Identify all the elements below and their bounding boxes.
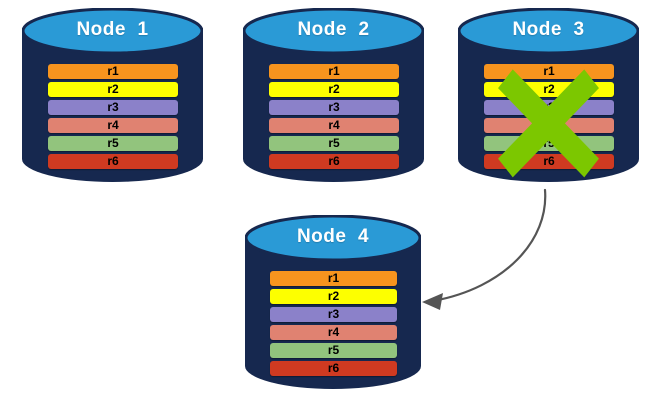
node-4-row-r1[interactable]: r1: [270, 271, 397, 286]
node-4-row-r3[interactable]: r3: [270, 307, 397, 322]
node-2-row-r2[interactable]: r2: [269, 82, 399, 97]
node-4-rows: r1 r2 r3 r4 r5 r6: [270, 271, 397, 376]
node-2-rows: r1 r2 r3 r4 r5 r6: [269, 64, 399, 169]
node-4-title: Node 4: [296, 226, 370, 247]
node-1[interactable]: Node 1 r1 r2 r3 r4 r5 r6: [22, 8, 203, 182]
node-1-row-r1[interactable]: r1: [48, 64, 178, 79]
node-3-row-r4[interactable]: r4: [484, 118, 614, 133]
node-4-row-r6[interactable]: r6: [270, 361, 397, 376]
node-2-row-r4[interactable]: r4: [269, 118, 399, 133]
node-2-row-r1[interactable]: r1: [269, 64, 399, 79]
node-2-title: Node 2: [297, 19, 370, 40]
cylinder-top-ellipse: [245, 215, 421, 262]
node-1-title: Node 1: [76, 19, 149, 40]
node-3-row-r1[interactable]: r1: [484, 64, 614, 79]
node-1-row-r4[interactable]: r4: [48, 118, 178, 133]
node-2-row-r5[interactable]: r5: [269, 136, 399, 151]
node-2-row-r3[interactable]: r3: [269, 100, 399, 115]
node-1-row-r2[interactable]: r2: [48, 82, 178, 97]
node-3-row-r3[interactable]: r3: [484, 100, 614, 115]
node-1-row-r6[interactable]: r6: [48, 154, 178, 169]
node-4[interactable]: Node 4 r1 r2 r3 r4 r5 r6: [245, 215, 421, 389]
node-3-row-r2[interactable]: r2: [484, 82, 614, 97]
node-2-row-r6[interactable]: r6: [269, 154, 399, 169]
node-3-rows: r1 r2 r3 r4 r5 r6: [484, 64, 614, 169]
node-3-row-r5[interactable]: r5: [484, 136, 614, 151]
node-4-row-r2[interactable]: r2: [270, 289, 397, 304]
node-3-title: Node 3: [512, 19, 585, 40]
cylinder-top-ellipse: [458, 8, 639, 55]
node-3[interactable]: Node 3 r1 r2 r3 r4 r5 r6: [458, 8, 639, 182]
cylinder-top-ellipse: [22, 8, 203, 55]
node-1-row-r5[interactable]: r5: [48, 136, 178, 151]
node-4-row-r5[interactable]: r5: [270, 343, 397, 358]
node-1-row-r3[interactable]: r3: [48, 100, 178, 115]
node-3-row-r6[interactable]: r6: [484, 154, 614, 169]
node-4-row-r4[interactable]: r4: [270, 325, 397, 340]
node-1-rows: r1 r2 r3 r4 r5 r6: [48, 64, 178, 169]
cylinder-top-ellipse: [243, 8, 424, 55]
node-2[interactable]: Node 2 r1 r2 r3 r4 r5 r6: [243, 8, 424, 182]
